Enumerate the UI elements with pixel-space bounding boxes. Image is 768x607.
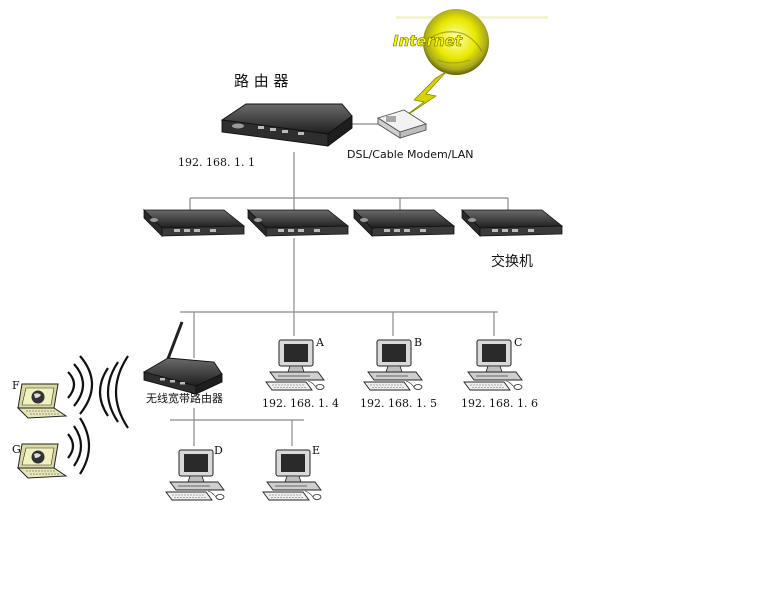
computer-d: [165, 449, 225, 501]
switch-1: [143, 209, 245, 237]
switch-3: [353, 209, 455, 237]
computer-b-label: B: [414, 336, 422, 349]
modem-label: DSL/Cable Modem/LAN: [347, 148, 474, 161]
lightning-bolt-icon: [399, 71, 447, 121]
internet-globe: Internet: [393, 9, 548, 75]
computer-c-ip: 192. 168. 1. 6: [461, 397, 538, 410]
computer-e-label: E: [312, 444, 320, 457]
main-router: [220, 103, 353, 147]
laptop-f: [17, 383, 67, 419]
wireless-waves-icon: [67, 355, 129, 475]
computer-a-label: A: [315, 336, 325, 349]
computer-b-ip: 192. 168. 1. 5: [360, 397, 437, 410]
modem: [376, 109, 428, 139]
computer-e: [262, 449, 322, 501]
computer-c-label: C: [514, 336, 522, 349]
router-ip: 192. 168. 1. 1: [178, 156, 255, 169]
computer-a-ip: 192. 168. 1. 4: [262, 397, 339, 410]
switch-4: [461, 209, 563, 237]
internet-label: Internet: [393, 32, 463, 50]
wireless-router-label: 无线宽带路由器: [146, 391, 223, 405]
switch-2: [247, 209, 349, 237]
laptop-g-label: G: [12, 443, 21, 456]
switch-label: 交换机: [491, 253, 533, 270]
laptop-g: [17, 443, 67, 479]
connection-wires: [170, 123, 509, 446]
router-label: 路 由 器: [234, 72, 289, 90]
laptop-f-label: F: [12, 379, 20, 392]
wireless-router: [142, 321, 223, 395]
computer-d-label: D: [214, 444, 223, 457]
